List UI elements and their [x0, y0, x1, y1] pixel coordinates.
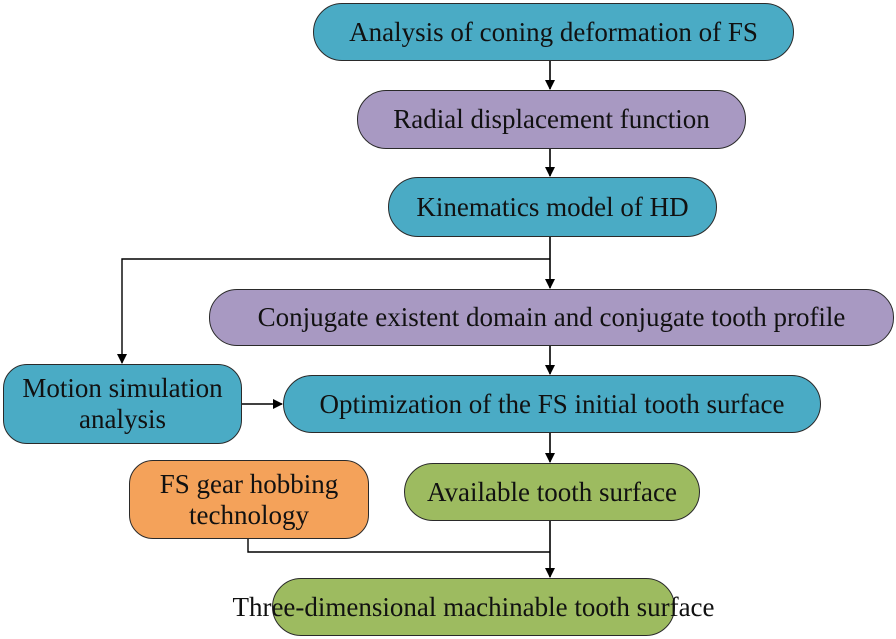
node-motion-simulation: Motion simulation analysis	[3, 364, 242, 444]
node-optimization: Optimization of the FS initial tooth sur…	[283, 375, 821, 433]
node-label: Analysis of coning deformation of FS	[349, 16, 758, 47]
node-conjugate-domain: Conjugate existent domain and conjugate …	[209, 289, 894, 346]
arrow-branch-to-motion	[117, 258, 550, 364]
node-coning-deformation: Analysis of coning deformation of FS	[313, 3, 794, 61]
node-radial-displacement: Radial displacement function	[357, 90, 746, 149]
node-label-line1: FS gear hobbing	[159, 468, 339, 499]
node-label: Radial displacement function	[393, 104, 710, 134]
node-label: Conjugate existent domain and conjugate …	[257, 302, 846, 332]
node-label-line1: Motion simulation	[22, 373, 223, 403]
node-kinematics-model: Kinematics model of HD	[388, 177, 717, 237]
node-label: Kinematics model of HD	[416, 191, 689, 222]
node-machinable-surface: Three-dimensional machinable tooth surfa…	[232, 578, 715, 636]
node-label: Available tooth surface	[427, 476, 677, 507]
node-available-surface: Available tooth surface	[404, 463, 700, 521]
line-hobbing-to-machinable	[247, 539, 550, 553]
node-label-line2: technology	[189, 499, 309, 530]
node-label-line2: analysis	[79, 404, 166, 434]
node-label: Optimization of the FS initial tooth sur…	[319, 388, 785, 419]
node-label: Three-dimensional machinable tooth surfa…	[232, 591, 715, 622]
node-gear-hobbing: FS gear hobbing technology	[129, 460, 369, 539]
